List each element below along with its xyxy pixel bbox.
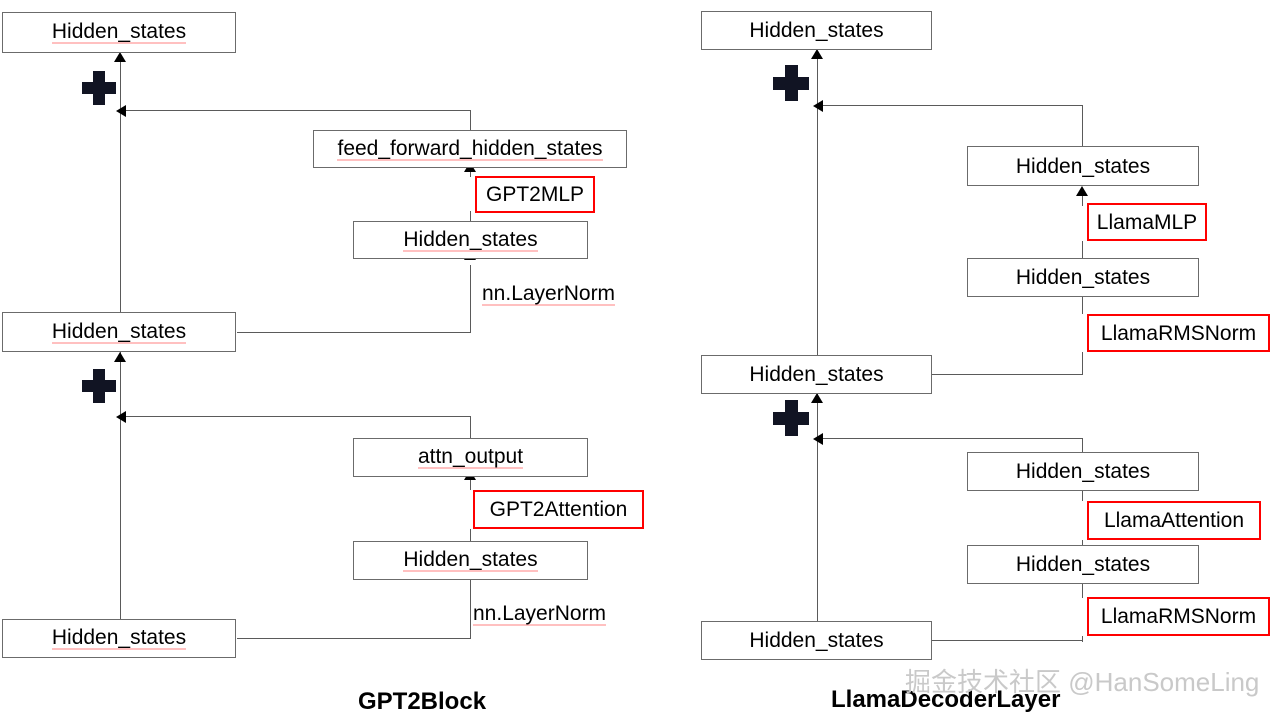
left-lower-residual-riser [470,416,471,440]
right-llamaattention-box: LlamaAttention [1087,501,1261,540]
right-lower-branch-riser [1082,636,1083,642]
right-panel-title: LlamaDecoderLayer [831,686,1061,713]
right-input-rmsnorm-label: LlamaRMSNorm [1100,605,1257,628]
right-residual-spine [817,55,818,625]
left-upper-residual-riser [470,110,471,132]
left-lower-branch-riser [470,580,471,639]
left-residual-add-lower [82,369,116,403]
watermark-text: 掘金技术社区 @HanSomeLing [905,667,1260,697]
right-upper-residual-riser [1082,105,1083,147]
right-residual-add-lower [773,400,809,436]
right-post-attn-rmsnorm-box: LlamaRMSNorm [1087,314,1270,352]
left-upper-branch-riser [470,265,471,333]
right-lower-branch-takeoff [932,640,1083,641]
right-upper-rmsnorm-connector [1082,297,1083,314]
right-input-hidden-states-label: Hidden_states [749,629,884,652]
right-attn-input-hidden-states-label: Hidden_states [1015,553,1151,576]
right-upper-mlp-out-stub [1082,196,1083,206]
right-llamamlp-box: LlamaMLP [1087,203,1207,241]
right-attn-output-hidden-states-label: Hidden_states [1015,460,1151,483]
left-upper-branch-takeoff [237,332,471,333]
left-attn-output-label: attn_output [417,445,524,469]
right-mlp-output-hidden-states-label: Hidden_states [1015,154,1151,178]
right-attn-input-hidden-states-box: Hidden_states [967,545,1199,584]
right-output-hidden-states-box: Hidden_states [701,11,932,50]
left-panel-title: GPT2Block [358,688,487,715]
left-feed-forward-hidden-states-box: feed_forward_hidden_states [313,130,627,168]
right-llamaattention-label: LlamaAttention [1103,509,1245,532]
right-upper-branch-takeoff [932,374,1083,375]
left-input-hidden-states-box: Hidden_states [2,619,236,658]
left-output-hidden-states-box: Hidden_states [2,12,236,53]
right-llamamlp-label: LlamaMLP [1096,210,1198,234]
right-upper-mlp-connector [1082,241,1083,259]
left-mlp-input-hidden-states-box: Hidden_states [353,221,588,259]
right-spine-arrowhead-top [811,49,823,59]
right-upper-mlp-arrowhead [1076,186,1088,196]
left-lower-layernorm-label: nn.LayerNorm [473,602,607,626]
right-attn-output-hidden-states-box: Hidden_states [967,452,1199,491]
left-output-hidden-states-label: Hidden_states [51,20,187,44]
left-upper-residual-crossbar [126,110,471,111]
left-lower-branch-takeoff [237,638,471,639]
left-upper-residual-arrowhead [116,105,126,117]
right-mid-hidden-states-label: Hidden_states [749,363,884,386]
left-gpt2mlp-label: GPT2MLP [485,183,585,206]
left-upper-layernorm-label: nn.LayerNorm [482,282,616,306]
left-attn-input-hidden-states-label: Hidden_states [403,548,538,572]
right-output-hidden-states-label: Hidden_states [749,19,884,42]
right-lower-residual-crossbar [823,438,1083,439]
right-upper-residual-arrowhead [813,100,823,112]
left-spine-arrowhead-mid [114,352,126,362]
right-post-attn-rmsnorm-label: LlamaRMSNorm [1100,321,1257,345]
left-residual-add-upper [82,71,116,105]
left-lower-residual-arrowhead [116,411,126,423]
left-attn-output-box: attn_output [353,438,588,477]
left-mlp-input-hidden-states-label: Hidden_states [403,227,538,252]
left-gpt2attention-label: GPT2Attention [489,498,628,521]
right-input-hidden-states-box: Hidden_states [701,621,932,660]
right-lower-residual-arrowhead [813,433,823,445]
left-attention-out-stub [470,477,471,490]
left-attn-input-hidden-states-box: Hidden_states [353,541,588,580]
left-lower-residual-crossbar [126,416,471,417]
left-mid-hidden-states-label: Hidden_states [51,319,187,344]
right-input-rmsnorm-box: LlamaRMSNorm [1087,597,1270,636]
right-spine-arrowhead-mid [811,393,823,403]
right-upper-residual-crossbar [823,105,1083,106]
left-spine-arrowhead-top [114,52,126,62]
left-gpt2attention-box: GPT2Attention [473,490,644,529]
right-lower-residual-riser [1082,438,1083,453]
left-feed-forward-hidden-states-label: feed_forward_hidden_states [337,136,603,161]
right-mid-hidden-states-box: Hidden_states [701,355,932,394]
right-lower-attn-out-stub [1082,491,1083,501]
right-upper-branch-riser [1082,352,1083,375]
left-gpt2mlp-box: GPT2MLP [475,176,595,213]
left-mid-hidden-states-box: Hidden_states [2,312,236,352]
left-mlp-out-stub [470,167,471,177]
right-mlp-input-hidden-states-box: Hidden_states [967,258,1199,297]
right-lower-rmsnorm-connector [1082,584,1083,598]
right-mlp-output-hidden-states-box: Hidden_states [967,146,1199,186]
right-residual-add-upper [773,65,809,101]
right-mlp-input-hidden-states-label: Hidden_states [1015,266,1151,289]
left-input-hidden-states-label: Hidden_states [51,626,187,650]
